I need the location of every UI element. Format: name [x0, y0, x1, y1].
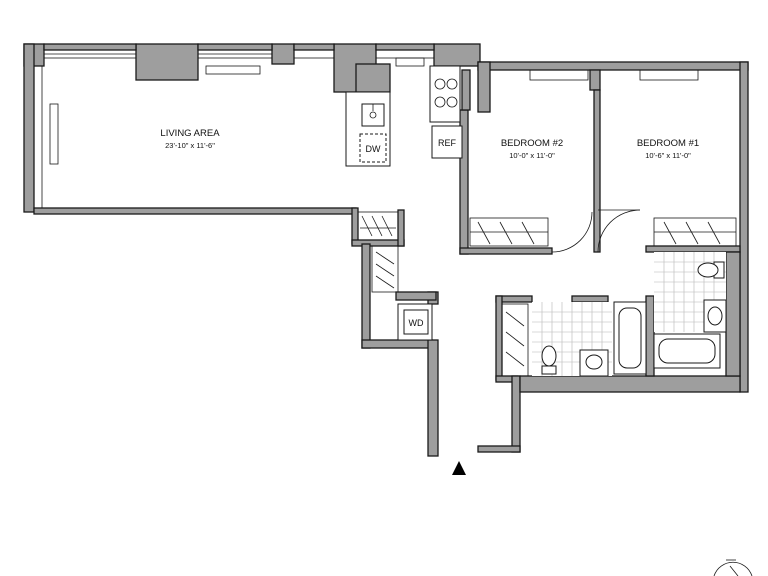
bedroom-1-name: BEDROOM #1: [637, 138, 699, 149]
windows: [33, 49, 699, 209]
kitchen: [345, 65, 463, 167]
labels: LIVING AREA 23'-10" x 11'-6" BEDROOM #2 …: [160, 128, 699, 328]
dishwasher-label: DW: [366, 144, 381, 154]
entry-arrow-icon: [452, 461, 466, 475]
north-arrow-icon: [713, 559, 753, 576]
living-area-dims: 23'-10" x 11'-6": [165, 141, 215, 150]
walls: [23, 43, 749, 457]
bedroom-2-dims: 10'-0" x 11'-0": [509, 151, 555, 160]
doors: [551, 209, 641, 253]
living-area-name: LIVING AREA: [160, 128, 220, 139]
laundry: [397, 303, 433, 341]
bedroom-2-name: BEDROOM #2: [501, 138, 563, 149]
washer-dryer-label: WD: [409, 318, 424, 328]
closets: [357, 211, 737, 377]
bedroom-1-dims: 10'-6" x 11'-0": [645, 151, 691, 160]
bathrooms: [532, 252, 727, 377]
refrigerator-label: REF: [438, 138, 457, 148]
